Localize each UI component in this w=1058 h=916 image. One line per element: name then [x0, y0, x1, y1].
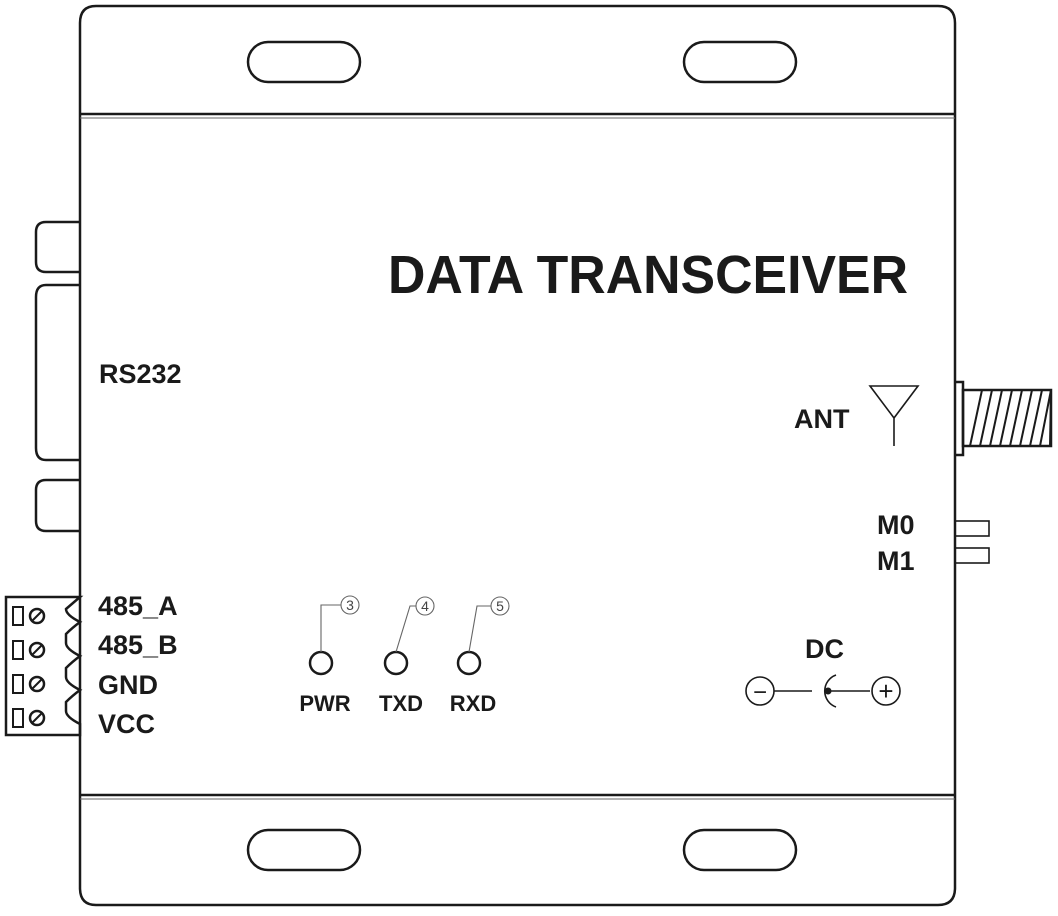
terminal-slot — [12, 640, 24, 660]
terminal-label-gnd: GND — [98, 670, 158, 700]
led-rxd-label: RXD — [450, 691, 496, 716]
ant-label: ANT — [794, 404, 850, 434]
m1-label: M1 — [877, 546, 915, 576]
terminal-label-485b: 485_B — [98, 630, 178, 660]
sma-thread-line — [999, 389, 1013, 447]
terminal-screw-icon[interactable] — [28, 675, 46, 693]
sma-thread-line — [969, 389, 983, 447]
rs232-connector — [34, 220, 80, 533]
dc-label: DC — [805, 634, 844, 664]
terminal-slot — [12, 674, 24, 694]
led-pwr-callout — [340, 595, 360, 615]
sma-thread-line — [1009, 389, 1023, 447]
terminal-slot — [12, 606, 24, 626]
terminal-screw-icon[interactable] — [28, 641, 46, 659]
terminal-screws — [12, 606, 46, 728]
led-indicators: 3 PWR 4 TXD 5 RXD — [299, 595, 510, 716]
sma-thread-line — [1029, 389, 1043, 447]
sma-threads — [969, 389, 1052, 447]
mounting-slot-bottom-right — [682, 828, 798, 872]
dc-polarity-symbol: − + — [745, 674, 901, 708]
terminal-screw-slot — [31, 712, 43, 724]
led-txd-label: TXD — [379, 691, 423, 716]
sma-thread-line — [979, 389, 993, 447]
sma-thread-line — [1039, 389, 1052, 447]
terminal-screw-icon[interactable] — [28, 607, 46, 625]
terminal-screw-slot — [31, 678, 43, 690]
mounting-slot-top-right — [682, 40, 798, 84]
led-pwr-lens — [308, 650, 334, 676]
led-rxd-callout — [490, 596, 510, 616]
dc-positive-circle — [871, 676, 901, 706]
led-txd-number: 4 — [421, 598, 429, 614]
antenna-icon — [868, 385, 920, 446]
terminal-screw-slot — [31, 644, 43, 656]
terminal-label-vcc: VCC — [98, 709, 155, 739]
sma-thread-line — [989, 389, 1003, 447]
led-rxd-leader — [468, 605, 491, 653]
antenna-symbol — [868, 385, 920, 446]
rs232-label: RS232 — [99, 359, 182, 389]
terminal-block — [4, 595, 84, 737]
led-pwr-label: PWR — [299, 691, 350, 716]
terminal-block-body — [4, 595, 84, 737]
m0-switch[interactable] — [954, 520, 990, 537]
dc-negative-icon: − — [753, 679, 767, 706]
device-title: DATA TRANSCEIVER — [388, 245, 908, 305]
enclosure-outline — [78, 4, 957, 907]
rs232-dsub-shell — [34, 283, 80, 462]
dc-positive-icon: + — [878, 676, 893, 706]
led-txd: 4 TXD — [379, 596, 435, 716]
sma-connector — [955, 380, 1053, 457]
enclosure — [78, 4, 957, 907]
led-rxd-lens — [456, 650, 482, 676]
led-rxd: 5 RXD — [450, 596, 510, 716]
led-rxd-number: 5 — [496, 598, 504, 614]
terminal-label-485a: 485_A — [98, 591, 178, 621]
sma-thread-line — [1019, 389, 1033, 447]
m0-label: M0 — [877, 510, 915, 540]
m1-switch[interactable] — [954, 547, 990, 564]
led-pwr-leader — [320, 604, 341, 652]
led-txd-lens — [383, 650, 409, 676]
rs232-screw-top — [34, 220, 80, 274]
terminal-screw-slot — [31, 610, 43, 622]
led-txd-callout — [415, 596, 435, 616]
terminal-slot — [12, 708, 24, 728]
terminal-screw-icon[interactable] — [28, 709, 46, 727]
led-txd-leader — [395, 605, 416, 653]
mounting-slot-top-left — [246, 40, 362, 84]
rs232-screw-bottom — [34, 478, 80, 533]
dc-center-dot — [824, 687, 832, 695]
mounting-slot-bottom-left — [246, 828, 362, 872]
sma-thread-line — [1049, 389, 1052, 447]
led-pwr: 3 PWR — [299, 595, 360, 716]
led-pwr-number: 3 — [346, 597, 354, 613]
